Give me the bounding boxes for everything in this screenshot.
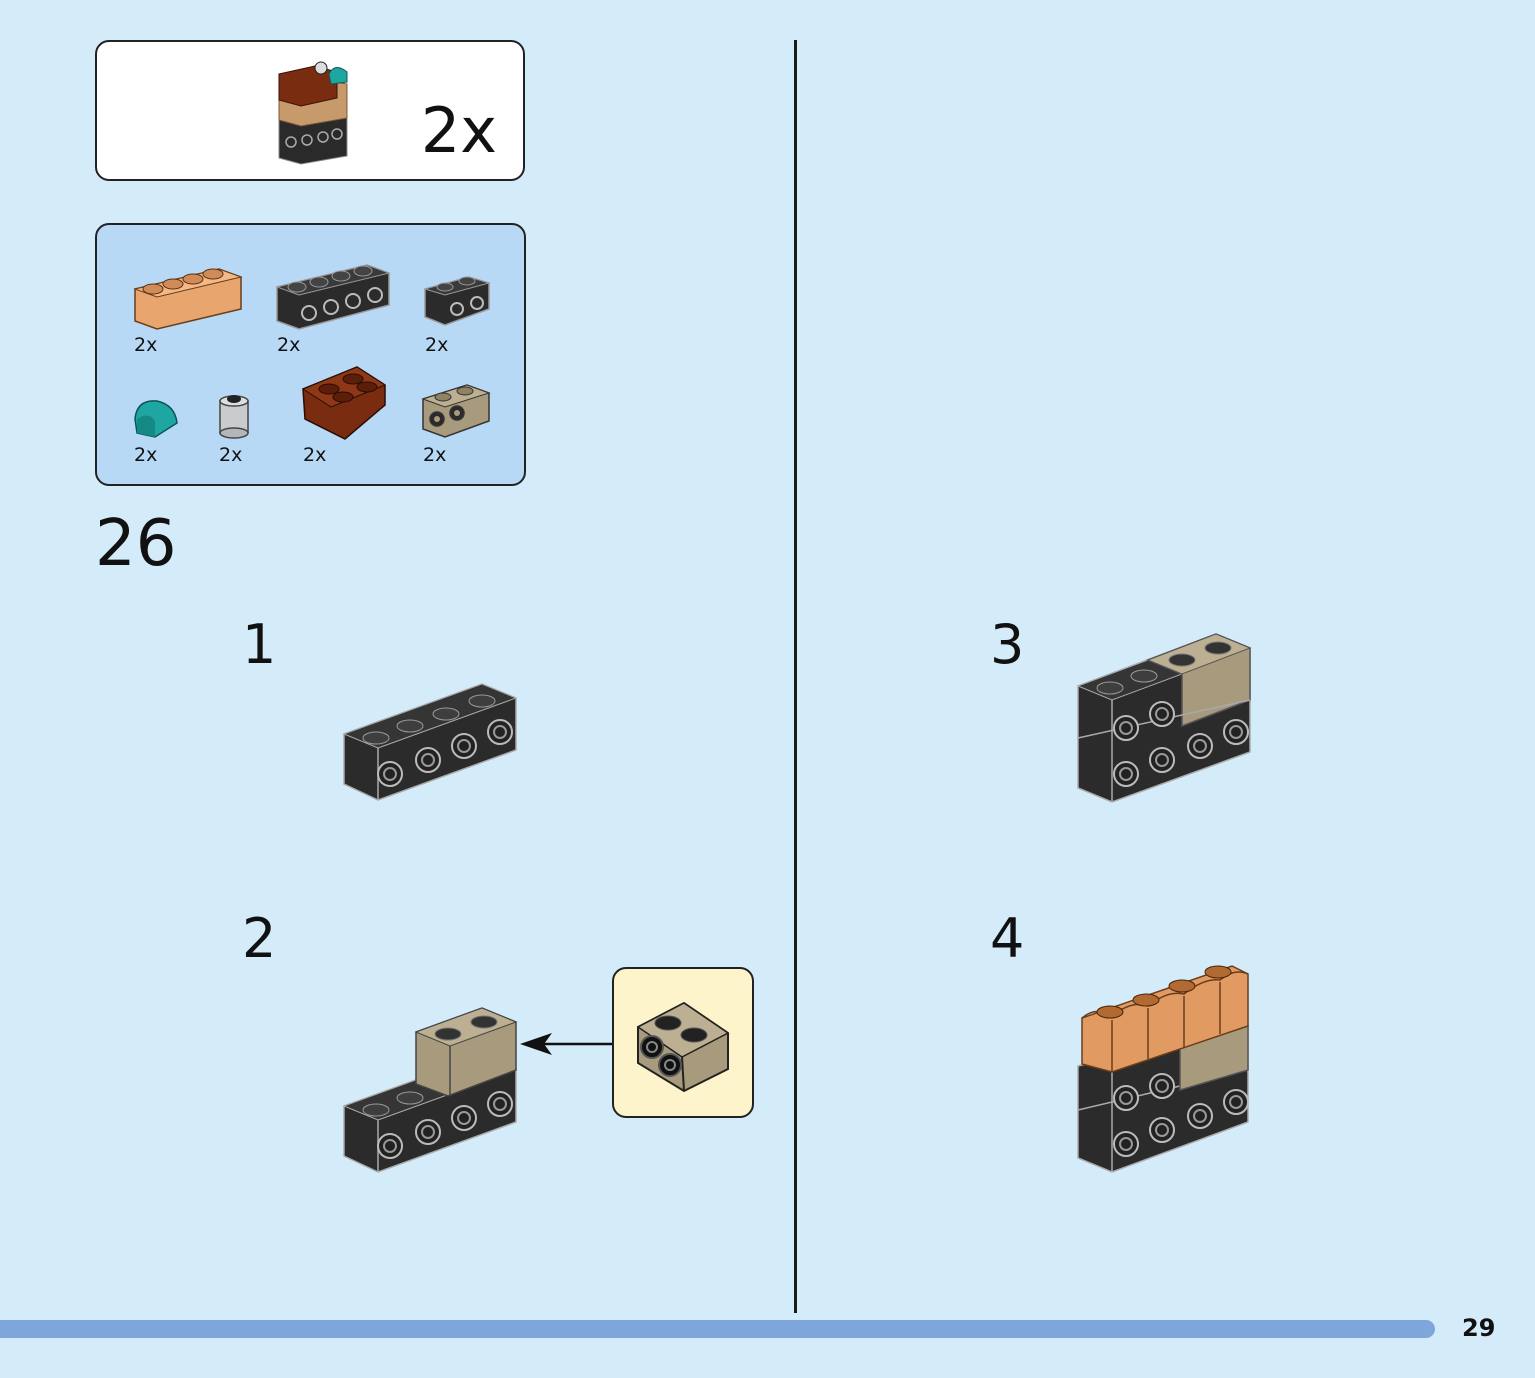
page-divider xyxy=(794,40,797,1313)
grey-round-brick-icon xyxy=(219,395,249,439)
part-qty: 2x xyxy=(219,444,243,466)
insert-arrow-icon xyxy=(520,1033,613,1055)
black-brick-1x2-side-studs-icon xyxy=(423,276,491,326)
assembly-quantity: 2x xyxy=(420,94,497,167)
substep-number: 1 xyxy=(242,613,277,676)
part-qty: 2x xyxy=(277,334,301,356)
assembly-result-box: 2x xyxy=(95,40,525,181)
substep-3-model xyxy=(1076,633,1252,803)
part-qty: 2x xyxy=(425,334,449,356)
substep-2-model xyxy=(342,1007,518,1173)
assembly-preview-icon xyxy=(278,61,348,165)
substep-number: 2 xyxy=(242,907,277,970)
page-number: 29 xyxy=(1462,1314,1496,1342)
footer-bar xyxy=(0,1320,1435,1338)
substep-number: 3 xyxy=(990,613,1025,676)
substep-1-model xyxy=(342,683,518,801)
part-qty: 2x xyxy=(423,444,447,466)
part-qty: 2x xyxy=(134,334,158,356)
part-callout-box xyxy=(612,967,754,1118)
brown-inverted-slope-icon xyxy=(301,366,387,440)
substep-number: 4 xyxy=(990,907,1025,970)
substep-4-model xyxy=(1077,965,1249,1173)
dark-tan-brick-1x2-side-studs-icon xyxy=(421,384,491,438)
masonry-brick-1x4-icon xyxy=(133,268,243,330)
parts-list-box: 2x 2x 2x 2x 2x xyxy=(95,223,526,486)
dark-tan-brick-callout-icon xyxy=(636,1001,730,1093)
part-qty: 2x xyxy=(134,444,158,466)
turquoise-round-slope-icon xyxy=(134,400,178,438)
part-qty: 2x xyxy=(303,444,327,466)
step-number: 26 xyxy=(95,507,177,581)
black-brick-1x4-side-studs-icon xyxy=(275,264,391,330)
